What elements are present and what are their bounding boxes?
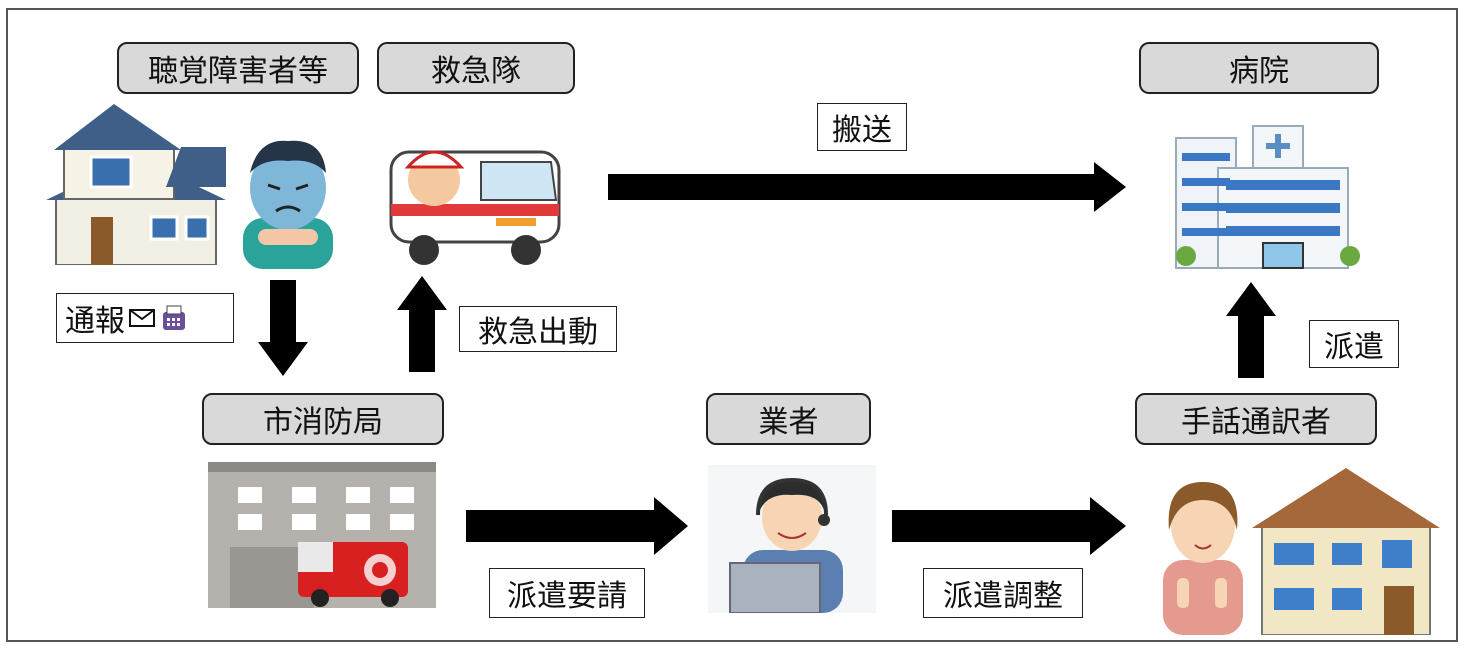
label-transport: 搬送 xyxy=(817,103,907,151)
label-coordinate-dispatch: 派遣調整 xyxy=(923,568,1083,618)
label-report-text: 通報 xyxy=(65,304,125,339)
node-interpreter: 手話通訳者 xyxy=(1135,393,1377,445)
ambulance-illustration xyxy=(389,150,561,265)
arrow-transport xyxy=(608,162,1126,212)
label-dispatch-ambulance: 救急出動 xyxy=(459,306,617,352)
label-report: 通報 xyxy=(56,293,234,343)
arrow-request-dispatch xyxy=(466,497,688,555)
node-ambulance: 救急隊 xyxy=(377,42,575,94)
house-illustration xyxy=(46,104,226,265)
node-fire-dept: 市消防局 xyxy=(202,393,444,445)
arrow-dispatch-ambulance xyxy=(397,276,447,372)
interpreter-illustration xyxy=(1163,482,1243,635)
fire-department-illustration xyxy=(208,462,436,608)
arrow-coordinate-dispatch xyxy=(892,497,1126,555)
arrow-report xyxy=(258,280,308,376)
operator-illustration xyxy=(708,465,876,613)
node-hospital: 病院 xyxy=(1139,42,1379,94)
fax-icon xyxy=(163,305,185,330)
label-request-dispatch: 派遣要請 xyxy=(489,568,645,618)
arrow-dispatch-interpreter xyxy=(1226,282,1276,378)
label-dispatch-interpreter: 派遣 xyxy=(1309,320,1399,368)
hospital-illustration xyxy=(1175,125,1360,269)
worried-person-illustration xyxy=(243,140,333,269)
apartment-illustration xyxy=(1252,468,1440,635)
node-operator: 業者 xyxy=(706,393,871,445)
mail-icon xyxy=(129,309,155,327)
node-deaf-person: 聴覚障害者等 xyxy=(117,42,359,94)
